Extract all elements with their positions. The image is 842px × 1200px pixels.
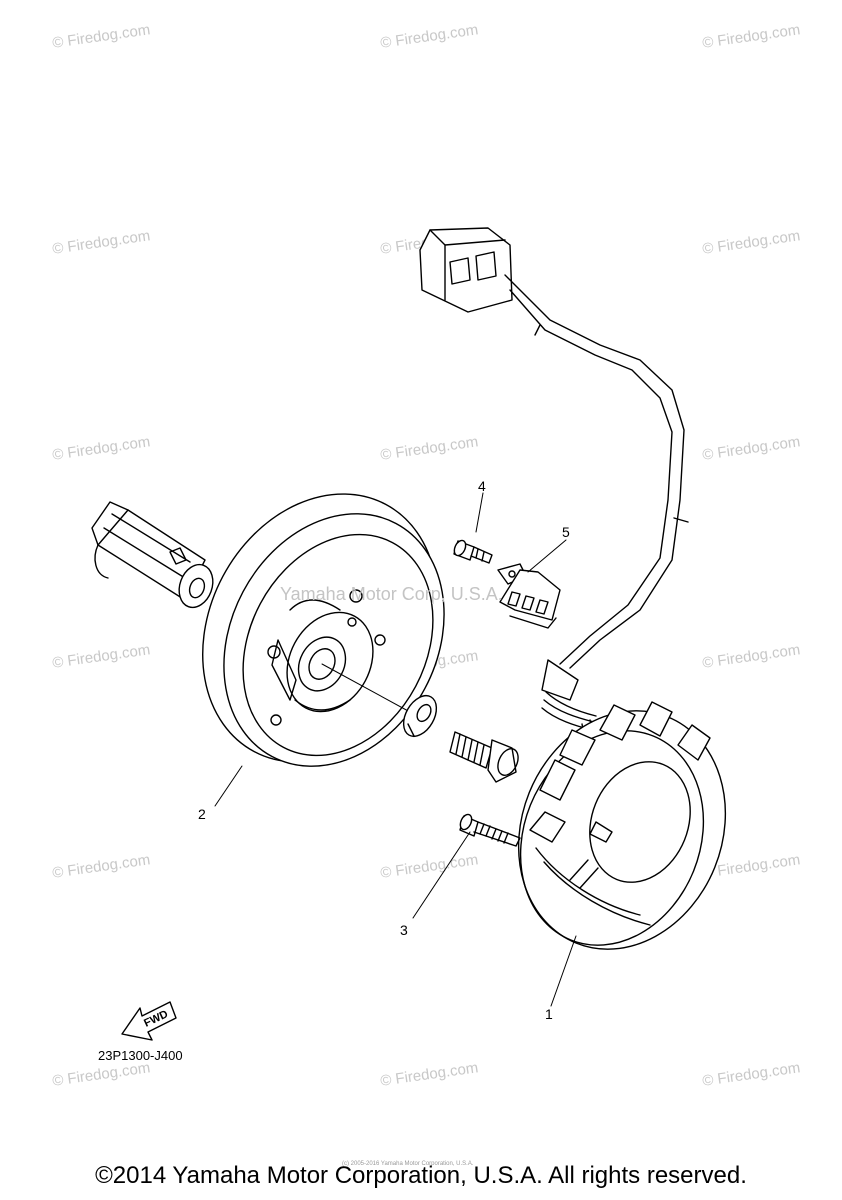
stator-screw (459, 813, 521, 847)
axis-line (321, 663, 411, 713)
center-watermark: Yamaha Motor Corp, U.S.A. (280, 584, 503, 604)
copyright-notice: ©2014 Yamaha Motor Corporation, U.S.A. A… (95, 1162, 747, 1189)
callout-part-1: 1 (545, 1006, 553, 1022)
wire-clamp (497, 563, 561, 629)
wire-harness (419, 227, 689, 837)
stator (517, 701, 727, 950)
leader-line-1 (550, 935, 577, 1007)
leader-line-3 (412, 831, 471, 919)
diagram-code: 23P1300-J400 (98, 1048, 183, 1063)
washer (402, 695, 438, 737)
fwd-arrow-icon: FWD (121, 1001, 177, 1041)
leader-line-5 (527, 539, 567, 573)
leader-line-4 (475, 492, 484, 533)
clamp-screw (453, 539, 493, 564)
callout-part-4: 4 (478, 478, 486, 494)
leader-line-2 (214, 765, 243, 807)
callout-part-3: 3 (400, 922, 408, 938)
flywheel-bolt (449, 731, 519, 783)
crankshaft-end (91, 501, 214, 609)
tiny-credit: (c) 2005-2016 Yamaha Motor Corporation, … (342, 1161, 474, 1167)
flywheel-rotor (202, 493, 445, 767)
callout-part-5: 5 (562, 524, 570, 540)
callout-part-2: 2 (198, 806, 206, 822)
